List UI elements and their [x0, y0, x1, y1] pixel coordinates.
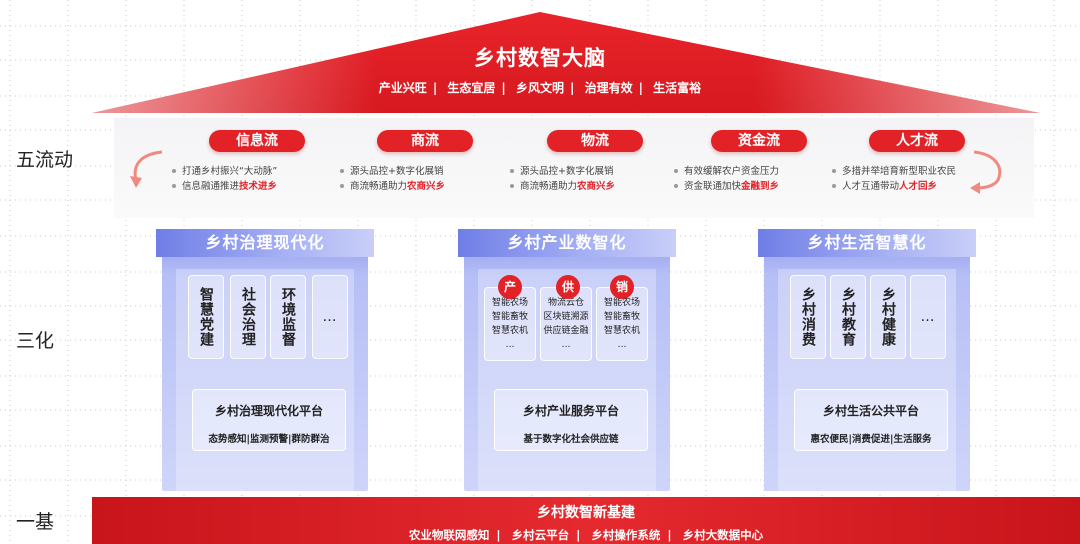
badge-supply: 供	[556, 275, 580, 299]
pillar-title: 乡村生活智慧化	[758, 229, 976, 257]
flow-line: 源头品控+数字化展销	[340, 164, 510, 179]
platform-subtitle: 惠农便民|消费促进|生活服务	[810, 434, 932, 445]
platform-subtitle: 基于数字化社会供应链	[523, 434, 619, 445]
governance-platform: 乡村治理现代化平台 态势感知|监测预警|群防群治	[192, 389, 346, 451]
pillar-industry: 乡村产业数智化 智能农场智能畜牧智慧农机… 物流云仓区块链溯源供应链金融… 智能…	[458, 229, 676, 491]
flow-pill: 资金流	[711, 130, 807, 152]
flow-line: 源头品控+数字化展销	[510, 164, 680, 179]
cycle-arrow-left-icon	[130, 150, 163, 188]
flow-commerce: 商流 源头品控+数字化展销 商流畅通助力农商兴乡	[340, 130, 510, 194]
roof-title: 乡村数智大脑	[474, 46, 606, 70]
life-platform: 乡村生活公共平台 惠农便民|消费促进|生活服务	[794, 389, 948, 451]
pillar-life: 乡村生活智慧化 乡村消费 乡村教育 乡村健康 … 乡村生活公共平台 惠农便民|消…	[758, 229, 976, 491]
flow-line: 多措并举培育新型职业农民	[832, 164, 1002, 179]
flow-line: 资金联通加快金融到乡	[674, 179, 844, 194]
base-item: 乡村大数据中心	[682, 528, 764, 542]
platform-title: 乡村治理现代化平台	[214, 404, 323, 418]
flow-info: 信息流 打通乡村振兴“大动脉” 信息融通推进技术进乡	[172, 130, 342, 194]
industry-card: 智能农场智能畜牧智慧农机…	[484, 287, 536, 361]
base-subtitle: 农业物联网感知| 乡村云平台| 乡村操作系统| 乡村大数据中心	[408, 528, 764, 542]
life-card: …	[910, 275, 946, 359]
platform-title: 乡村产业服务平台	[522, 404, 619, 418]
life-card: 乡村消费	[790, 275, 826, 359]
cycle-arrow-right-icon	[970, 150, 1002, 194]
industry-card: 智能农场智能畜牧智慧农机…	[596, 287, 648, 361]
roof-item: 生态宜居	[447, 81, 496, 95]
life-card: 乡村健康	[870, 275, 906, 359]
base-item: 乡村操作系统	[591, 528, 661, 542]
row-label-one-base: 一基	[16, 511, 55, 533]
flow-line: 信息融通推进技术进乡	[172, 179, 342, 194]
platform-title: 乡村生活公共平台	[822, 404, 919, 418]
flow-pill: 信息流	[209, 130, 305, 152]
base-item: 农业物联网感知	[408, 528, 490, 542]
badge-sales: 销	[610, 275, 634, 299]
flow-line: 商流畅通助力农商兴乡	[340, 179, 510, 194]
roof-item: 生活富裕	[653, 81, 702, 95]
life-card: 乡村教育	[830, 275, 866, 359]
base-foundation: 乡村数智新基建 农业物联网感知| 乡村云平台| 乡村操作系统| 乡村大数据中心	[92, 497, 1080, 544]
flow-line: 打通乡村振兴“大动脉”	[172, 164, 342, 179]
pillar-governance: 乡村治理现代化 智慧党建 社会治理 环境监督 … 乡村治理现代化平台 态势感知|…	[156, 229, 374, 491]
industry-card: 物流云仓区块链溯源供应链金融…	[540, 287, 592, 361]
row-label-three: 三化	[16, 330, 55, 352]
flow-logistics: 物流 源头品控+数字化展销 商流畅通助力农商兴乡	[510, 130, 680, 194]
flow-line: 商流畅通助力农商兴乡	[510, 179, 680, 194]
roof-triangle	[92, 12, 1040, 113]
pillar-title: 乡村治理现代化	[156, 229, 374, 257]
pillar-body	[778, 269, 956, 491]
flow-talent: 人才流 多措并举培育新型职业农民 人才互通带动人才回乡	[832, 130, 1002, 194]
badge-production: 产	[498, 275, 522, 299]
governance-card: 智慧党建	[188, 275, 224, 359]
roof-subtitle: 产业兴旺| 生态宜居| 乡风文明| 治理有效| 生活富裕	[378, 81, 702, 95]
governance-card: …	[312, 275, 348, 359]
flow-pill: 物流	[547, 130, 643, 152]
flow-pill: 商流	[377, 130, 473, 152]
industry-platform: 乡村产业服务平台 基于数字化社会供应链	[494, 389, 648, 451]
governance-card: 环境监督	[270, 275, 306, 359]
base-item: 乡村云平台	[511, 528, 570, 542]
pillar-title: 乡村产业数智化	[458, 229, 676, 257]
flow-pill: 人才流	[869, 130, 965, 152]
platform-subtitle: 态势感知|监测预警|群防群治	[208, 434, 330, 445]
flow-line: 有效缓解农户资金压力	[674, 164, 844, 179]
flow-line: 人才互通带动人才回乡	[832, 179, 1002, 194]
row-label-five-flows: 五流动	[16, 149, 74, 171]
flow-capital: 资金流 有效缓解农户资金压力 资金联通加快金融到乡	[674, 130, 844, 194]
roof-item: 乡风文明	[515, 81, 564, 95]
roof-item: 治理有效	[584, 81, 633, 95]
pillar-body	[478, 269, 656, 491]
base-title: 乡村数智新基建	[537, 505, 635, 521]
roof-item: 产业兴旺	[378, 81, 427, 95]
governance-card: 社会治理	[230, 275, 266, 359]
